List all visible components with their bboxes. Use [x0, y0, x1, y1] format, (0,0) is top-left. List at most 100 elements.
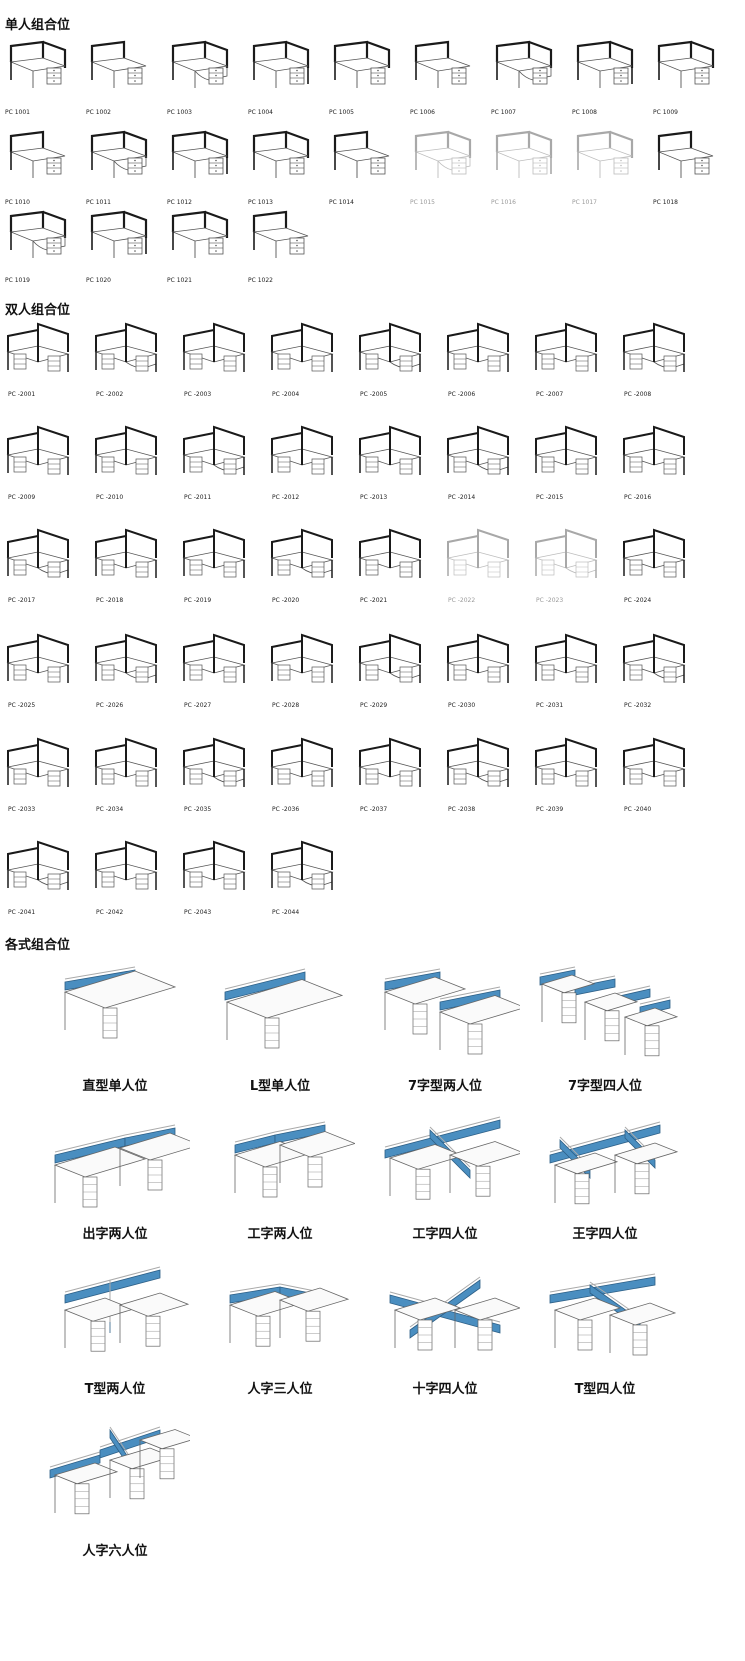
workstation-code-label: PC 1019: [5, 277, 30, 284]
double-workstation-item: PC -2004: [268, 322, 338, 398]
single-workstation-item: PC 1015: [408, 130, 478, 206]
double-workstation-item: PC -2036: [268, 737, 338, 813]
workstation-drawing-icon: [444, 633, 514, 693]
workstation-code-label: PC -2020: [272, 597, 300, 604]
workstation-drawing-icon: [532, 737, 602, 797]
workstation-drawing-icon: [165, 40, 235, 92]
double-workstation-item: PC -2027: [180, 633, 250, 709]
workstation-code-label: PC -2023: [536, 597, 564, 604]
workstation-drawing-icon: [620, 425, 690, 485]
workstation-code-label: PC -2024: [624, 597, 652, 604]
single-workstation-item: PC 1001: [3, 40, 73, 116]
single-workstation-item: PC 1021: [165, 210, 235, 284]
single-workstation-item: PC 1011: [84, 130, 154, 206]
combination-workstation-item: 7字型四人位: [530, 962, 680, 1102]
workstation-code-label: PC -2034: [96, 806, 124, 813]
workstation-code-label: PC -2035: [184, 806, 212, 813]
workstation-drawing-icon: [532, 322, 602, 382]
workstation-drawing-icon: [444, 737, 514, 797]
workstation-code-label: PC 1015: [410, 199, 435, 206]
combination-label: 人字六人位: [82, 1544, 148, 1559]
workstation-code-label: PC 1002: [86, 109, 111, 116]
single-workstation-item: PC 1002: [84, 40, 154, 116]
double-workstation-item: PC -2022: [444, 528, 514, 604]
combination-workstation-item: 工字两人位: [205, 1110, 355, 1250]
combination-label: 王字四人位: [572, 1227, 638, 1242]
workstation-code-label: PC 1013: [248, 199, 273, 206]
double-workstation-item: PC -2025: [4, 633, 74, 709]
workstation-code-label: PC 1014: [329, 199, 354, 206]
workstation-drawing-icon: [92, 425, 162, 485]
workstation-code-label: PC -2005: [360, 391, 388, 398]
workstation-drawing-icon: [570, 130, 640, 182]
workstation-drawing-icon: [180, 425, 250, 485]
workstation-drawing-icon: [4, 840, 74, 900]
workstation-drawing-icon: [92, 840, 162, 900]
combination-workstation-item: L型单人位: [205, 962, 355, 1102]
workstation-drawing-icon: [444, 322, 514, 382]
workstation-drawing-icon: [92, 528, 162, 588]
double-workstation-item: PC -2024: [620, 528, 690, 604]
workstation-drawing-icon: [268, 528, 338, 588]
workstation-drawing-icon: [268, 737, 338, 797]
workstation-code-label: PC -2009: [8, 494, 36, 501]
workstation-drawing-icon: [268, 840, 338, 900]
workstation-code-label: PC -2041: [8, 909, 36, 916]
workstation-drawing-icon: [444, 528, 514, 588]
combination-workstation-item: 王字四人位: [530, 1110, 680, 1250]
workstation-drawing-icon: [4, 633, 74, 693]
workstation-code-label: PC -2032: [624, 702, 652, 709]
workstation-code-label: PC 1009: [653, 109, 678, 116]
workstation-code-label: PC -2021: [360, 597, 388, 604]
combination-label: 工字两人位: [247, 1227, 313, 1242]
double-workstation-item: PC -2002: [92, 322, 162, 398]
workstation-code-label: PC -2044: [272, 909, 300, 916]
double-workstation-item: PC -2021: [356, 528, 426, 604]
workstation-drawing-icon: [620, 528, 690, 588]
double-workstation-item: PC -2044: [268, 840, 338, 916]
workstation-drawing-icon: [327, 130, 397, 182]
workstation-code-label: PC 1022: [248, 277, 273, 284]
double-workstation-item: PC -2001: [4, 322, 74, 398]
workstation-code-label: PC -2008: [624, 391, 652, 398]
workstation-drawing-icon: [356, 633, 426, 693]
double-workstation-item: PC -2005: [356, 322, 426, 398]
workstation-drawing-icon: [532, 633, 602, 693]
single-workstation-item: PC 1020: [84, 210, 154, 284]
workstation-code-label: PC -2012: [272, 494, 300, 501]
single-workstation-item: PC 1010: [3, 130, 73, 206]
workstation-code-label: PC 1010: [5, 199, 30, 206]
workstation-drawing-icon: [246, 210, 316, 262]
double-workstation-item: PC -2029: [356, 633, 426, 709]
workstation-code-label: PC 1007: [491, 109, 516, 116]
workstation-drawing-icon: [4, 737, 74, 797]
workstation-drawing-icon: [180, 840, 250, 900]
combination-label: 十字四人位: [412, 1382, 478, 1397]
workstation-drawing-icon: [3, 40, 73, 92]
double-workstation-item: PC -2032: [620, 633, 690, 709]
single-workstation-item: PC 1006: [408, 40, 478, 116]
double-workstation-item: PC -2003: [180, 322, 250, 398]
double-workstation-item: PC -2013: [356, 425, 426, 501]
workstation-code-label: PC 1005: [329, 109, 354, 116]
workstation-drawing-icon: [165, 210, 235, 262]
workstation-drawing-icon: [84, 210, 154, 262]
workstation-code-label: PC -2022: [448, 597, 476, 604]
workstation-code-label: PC 1001: [5, 109, 30, 116]
double-workstation-item: PC -2019: [180, 528, 250, 604]
double-workstation-item: PC -2033: [4, 737, 74, 813]
workstation-code-label: PC -2001: [8, 391, 36, 398]
workstation-drawing-icon: [246, 40, 316, 92]
double-workstation-item: PC -2037: [356, 737, 426, 813]
combination-label: 工字四人位: [412, 1227, 478, 1242]
combination-label: 人字三人位: [247, 1382, 313, 1397]
double-workstation-item: PC -2038: [444, 737, 514, 813]
combination-workstation-item: 7字型两人位: [370, 962, 520, 1102]
workstation-code-label: PC -2002: [96, 391, 124, 398]
workstation-code-label: PC -2013: [360, 494, 388, 501]
workstation-code-label: PC 1011: [86, 199, 111, 206]
workstation-drawing-icon: [532, 528, 602, 588]
workstation-code-label: PC 1012: [167, 199, 192, 206]
workstation-drawing-icon: [268, 425, 338, 485]
combination-workstation-item: 人字六人位: [40, 1410, 190, 1559]
